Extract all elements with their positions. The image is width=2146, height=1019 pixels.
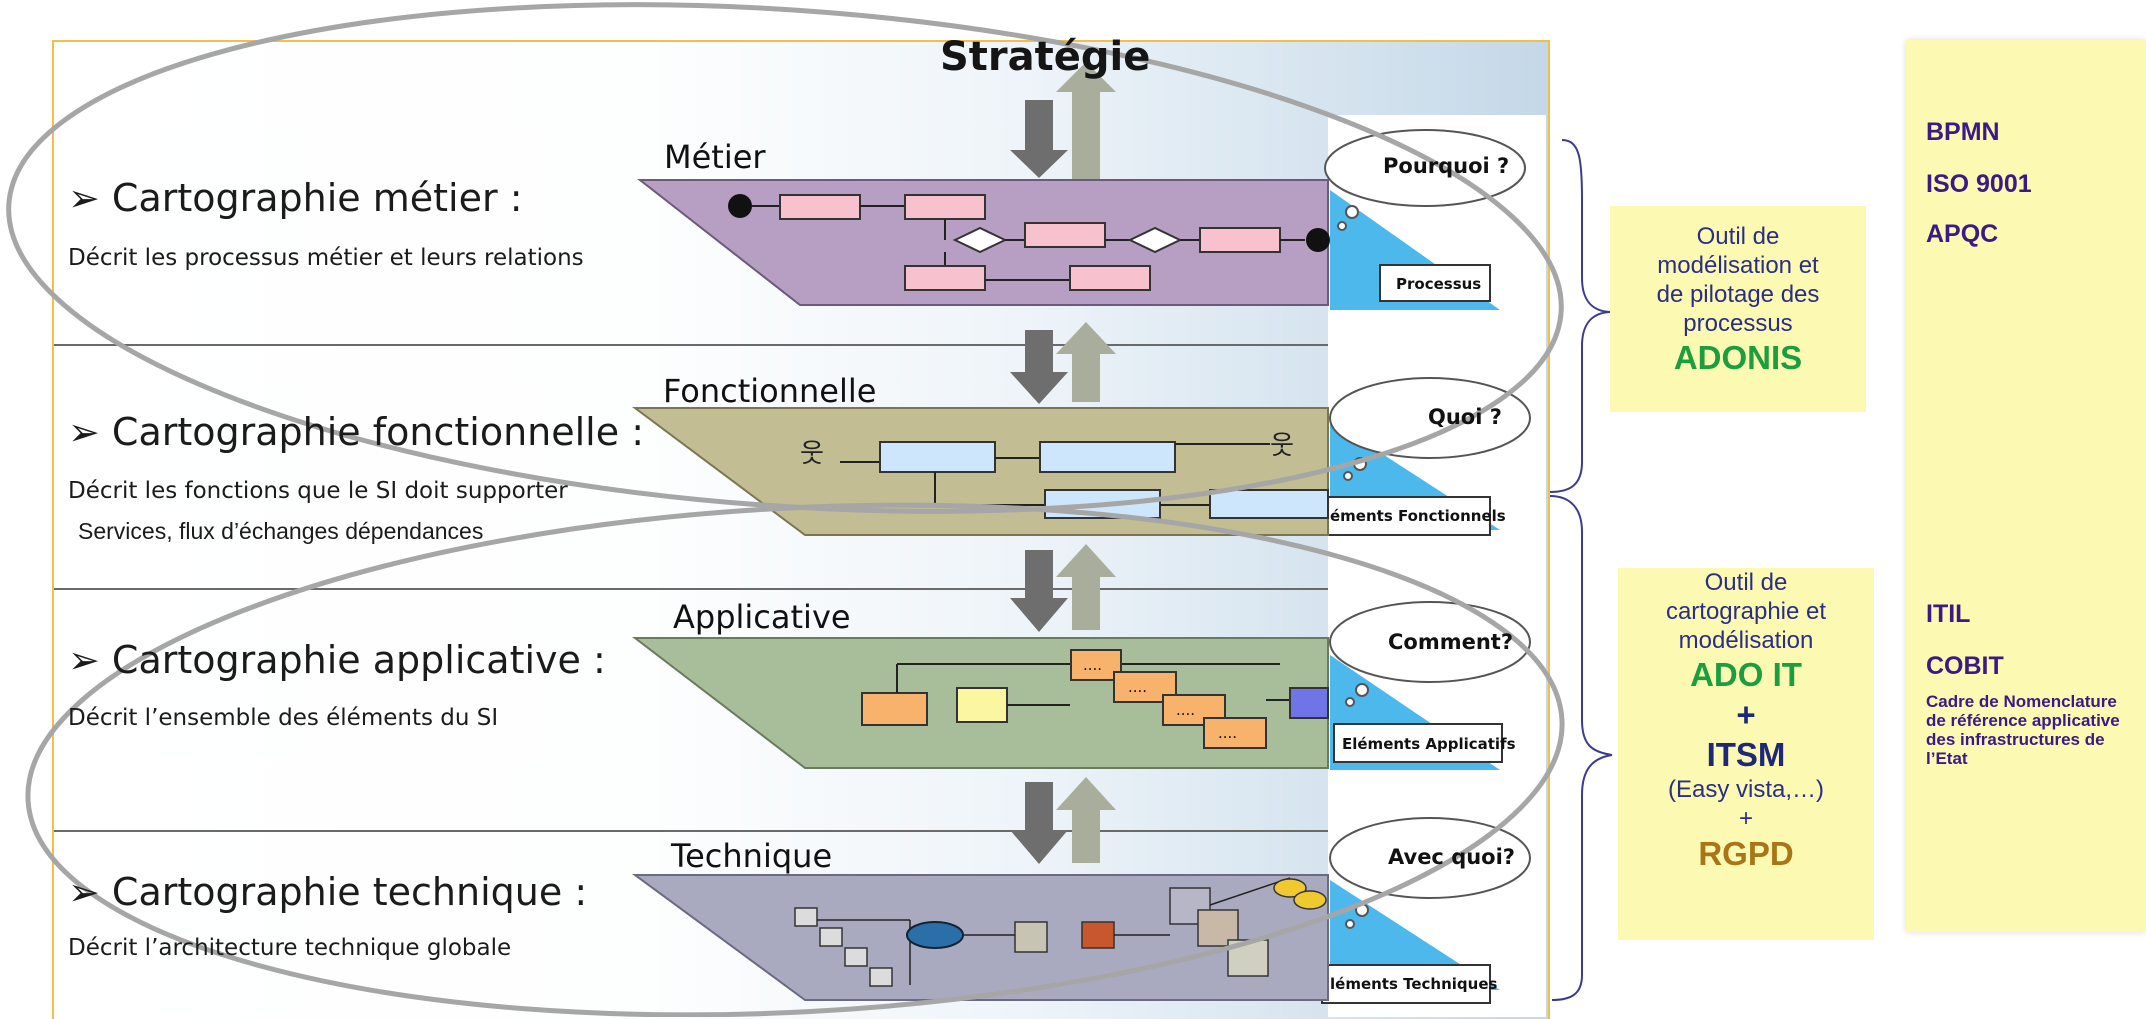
question-fonctionnelle: Quoi ? [1428, 405, 1502, 429]
app-block-label: .... [1218, 724, 1238, 742]
arrows-fonctionnelle-applicative [1010, 544, 1116, 632]
layer-title-fonctionnelle: Fonctionnelle [663, 372, 877, 410]
app-block-label: .... [1083, 656, 1103, 674]
functional-flow: 웃 웃 [800, 431, 1329, 519]
ellipse-applicatif-technique [25, 502, 1565, 1017]
row-label-applicative: ➢ Cartographie applicative : [68, 638, 606, 682]
layer-title-technique: Technique [671, 837, 833, 875]
standard-iso9001: ISO 9001 [1926, 170, 2032, 198]
svg-text:웃: 웃 [1270, 431, 1294, 461]
standard-apqc: APQC [1926, 220, 1999, 248]
app-block-label: .... [1128, 678, 1148, 696]
elements-applicatifs-box [1333, 723, 1503, 763]
row-label-metier-text: Cartographie métier : [111, 176, 523, 220]
cloud-avec-quoi [1329, 817, 1531, 929]
adonis-name: ADONIS [1673, 339, 1803, 376]
adonis-line-4: processus [1683, 310, 1793, 337]
triangle-technique [1330, 880, 1500, 990]
standards-panel: BPMN ISO 9001 APQC ITIL COBIT Cadre de N… [1906, 40, 2146, 932]
application-blocks [861, 649, 1329, 749]
elements-label-technique: léments Techniques [1330, 975, 1498, 993]
itsm-examples: (Easy vista,…) [1667, 776, 1825, 803]
adonis-line-2: modélisation et [1657, 252, 1819, 279]
elements-fonctionnels-box [1321, 496, 1491, 536]
row-desc-technique: Décrit l’architecture technique globale [68, 935, 512, 961]
cloud-comment [1329, 601, 1531, 707]
adonis-line-1: Outil de [1696, 223, 1780, 250]
layer-title-metier: Métier [664, 138, 766, 176]
row-label-fonctionnelle: ➢ Cartographie fonctionnelle : [68, 410, 644, 454]
adoit-plus-2: + [1738, 805, 1753, 832]
question-applicative: Comment? [1388, 630, 1514, 654]
adoit-plus: + [1736, 696, 1756, 733]
cloud-quoi [1329, 377, 1531, 481]
row-desc-fonctionnelle: Décrit les fonctions que le SI doit supp… [68, 478, 568, 504]
processus-box [1379, 264, 1491, 302]
arrows-applicative-technique [1010, 777, 1116, 864]
row-label-technique-text: Cartographie technique : [111, 870, 588, 914]
row-desc-applicative: Décrit l’ensemble des éléments du SI [68, 705, 499, 731]
adoit-line-2: cartographie et [1665, 598, 1827, 625]
adonis-line-3: de pilotage des [1656, 281, 1820, 308]
row-extra-desc-fonctionnelle: Services, flux d’échanges dépendances [78, 518, 484, 544]
arrows-metier-fonctionnelle [1010, 322, 1116, 404]
app-block-label: .... [1176, 701, 1196, 719]
row-label-metier: ➢ Cartographie métier : [68, 176, 523, 220]
brace-adoit [1549, 495, 1613, 1001]
elements-label-applicative: Eléments Applicatifs [1342, 735, 1516, 753]
layer-title-applicative: Applicative [673, 598, 851, 636]
row-desc-metier: Décrit les processus métier et leurs rel… [68, 245, 584, 271]
elements-label-fonctionnelle: éments Fonctionnels [1330, 507, 1506, 525]
standard-cobit: COBIT [1926, 652, 2004, 680]
question-technique: Avec quoi? [1388, 845, 1515, 869]
network-topology [794, 877, 1327, 987]
standards-note: Cadre de Nomenclature de référence appli… [1926, 692, 2120, 768]
row-label-fonctionnelle-text: Cartographie fonctionnelle : [111, 410, 644, 454]
adoit-tool-box: Outil de cartographie et modélisation AD… [1618, 568, 1874, 940]
row-label-technique: ➢ Cartographie technique : [68, 870, 588, 914]
row-label-applicative-text: Cartographie applicative : [111, 638, 606, 682]
rgpd-name: RGPD [1698, 835, 1794, 872]
question-metier: Pourquoi ? [1383, 154, 1510, 178]
bpmn-flow [728, 194, 1330, 291]
adonis-tool-box: Outil de modélisation et de pilotage des… [1610, 206, 1866, 412]
itsm-name: ITSM [1706, 736, 1786, 773]
svg-text:웃: 웃 [800, 439, 824, 469]
arrows-strategie [1010, 62, 1116, 180]
standard-bpmn: BPMN [1926, 118, 2000, 146]
strategy-title: Stratégie [940, 34, 1151, 80]
standard-itil: ITIL [1926, 600, 1971, 628]
adoit-line-1: Outil de [1704, 569, 1788, 596]
ellipse-metier-fonctionnel [6, 2, 1564, 514]
adoit-line-3: modélisation [1678, 627, 1814, 654]
adoit-name: ADO IT [1690, 656, 1802, 693]
elements-techniques-box [1321, 964, 1491, 1004]
plane-technique [631, 874, 1329, 1001]
elements-label-metier: Processus [1396, 275, 1482, 293]
